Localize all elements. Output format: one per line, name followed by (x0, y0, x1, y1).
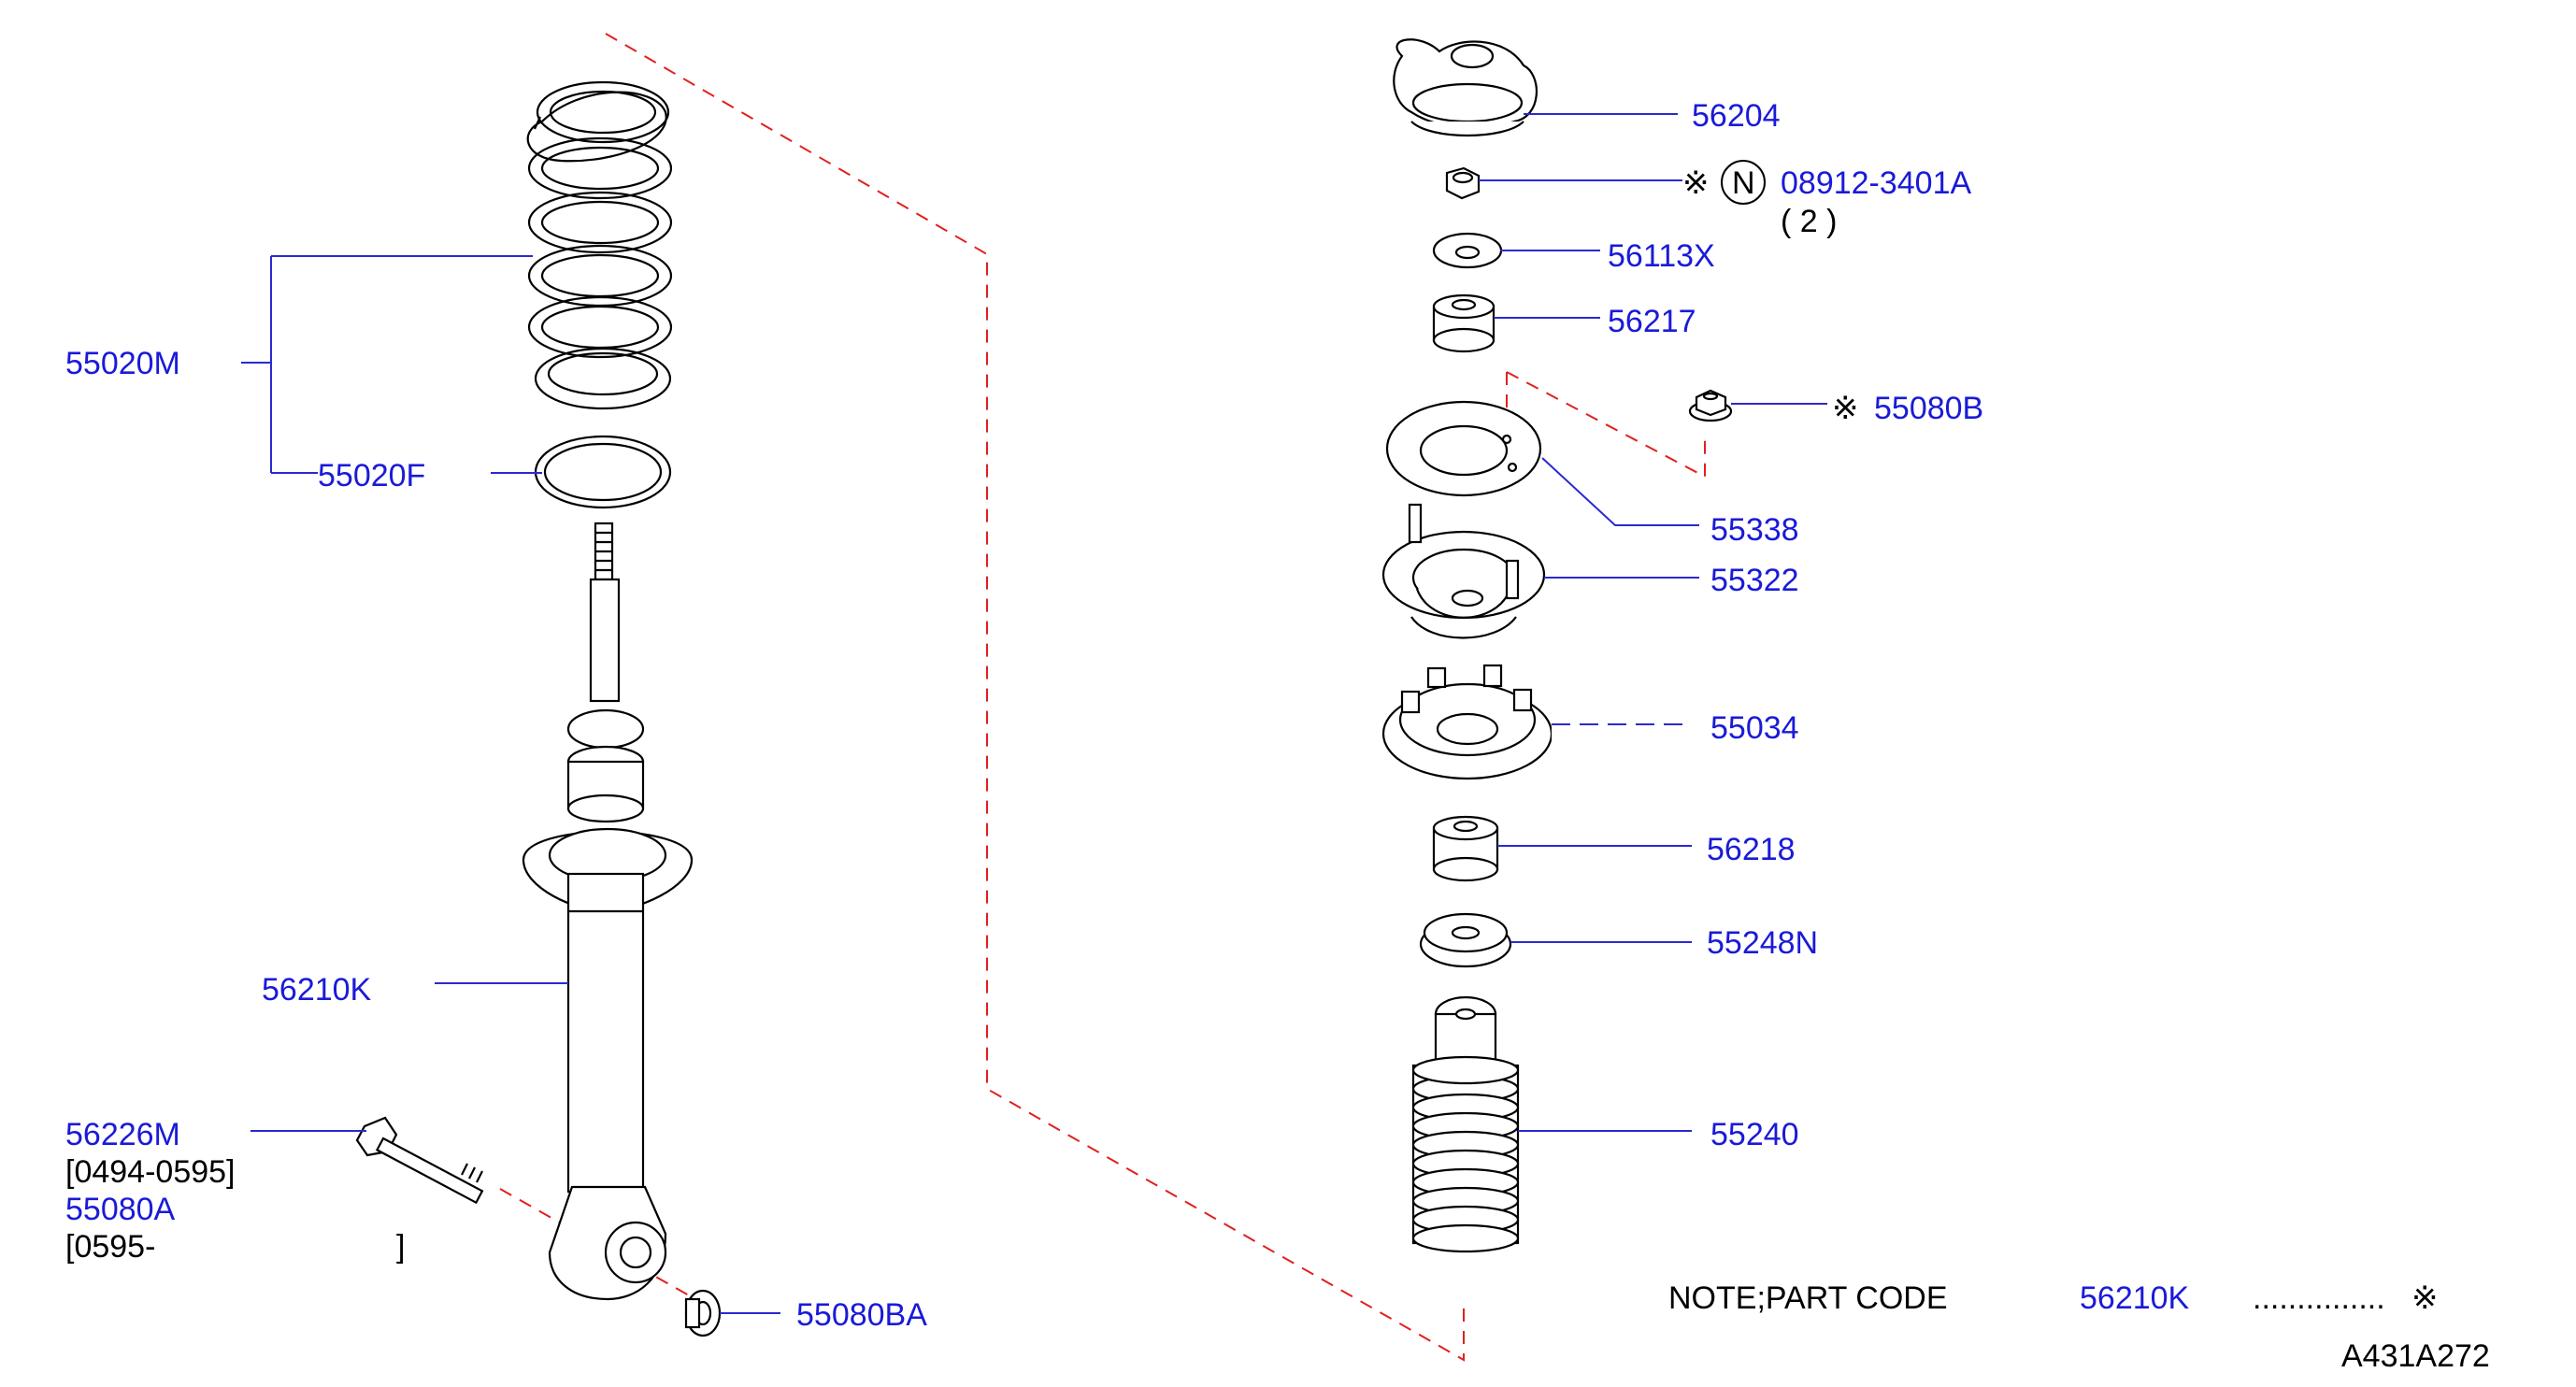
nut-icon (1688, 389, 1733, 422)
dust-boot-icon (1411, 995, 1520, 1253)
label-55338: 55338 (1710, 512, 1799, 548)
label-56218: 56218 (1707, 832, 1796, 867)
shock-absorber-icon (522, 522, 694, 1301)
nut-icon (1445, 166, 1481, 200)
label-08912-qty: ( 2 ) (1781, 204, 1837, 239)
note-code: 56210K (2080, 1280, 2190, 1316)
badge-letter: N (1732, 165, 1755, 201)
mount-icon (1381, 503, 1546, 639)
label-55322: 55322 (1710, 563, 1799, 598)
label-55080A: 55080A (65, 1192, 176, 1227)
washer-icon (1432, 232, 1503, 269)
note-mark: ※ (2411, 1280, 2439, 1316)
diagram-code: A431A272 (2341, 1338, 2490, 1374)
bushing-icon (1432, 293, 1496, 353)
reference-mark: ※ (1832, 391, 1859, 426)
label-55020F: 55020F (318, 458, 425, 493)
label-56204: 56204 (1692, 98, 1781, 134)
label-55080B: 55080B (1874, 391, 1983, 426)
bolt-icon (355, 1116, 484, 1205)
bushing-icon (1432, 815, 1499, 882)
label-55240: 55240 (1710, 1117, 1799, 1152)
standard-part-badge: N (1721, 160, 1766, 205)
spring-seat-icon (534, 435, 672, 509)
label-55248N: 55248N (1707, 925, 1818, 961)
cap-icon (1393, 38, 1538, 137)
label-55034: 55034 (1710, 710, 1799, 746)
label-55020M: 55020M (65, 346, 180, 381)
label-56226M-range: [0494-0595] (65, 1154, 236, 1190)
label-56113X: 56113X (1608, 238, 1715, 274)
washer-icon (1385, 400, 1542, 497)
leader-lines (241, 113, 1827, 1314)
label-55080BA: 55080BA (796, 1297, 927, 1333)
label-56217: 56217 (1608, 304, 1696, 339)
part-code-note: NOTE;PART CODE 56210K ............... ※ (1668, 1280, 2439, 1316)
washer-icon (1419, 912, 1512, 968)
bumper-icon (1381, 664, 1710, 780)
label-56210K: 56210K (262, 972, 372, 1008)
coil-spring-icon (526, 80, 673, 410)
label-56226M: 56226M (65, 1117, 180, 1152)
reference-mark: ※ (1682, 165, 1710, 201)
label-55080A-range-start: [0595- (65, 1229, 155, 1265)
nut-icon (684, 1289, 722, 1337)
label-55080A-range-end: ] (396, 1229, 405, 1265)
note-dots: ............... (2253, 1280, 2385, 1316)
label-08912-3401A: 08912-3401A (1781, 165, 1972, 201)
note-prefix: NOTE;PART CODE (1668, 1280, 1948, 1316)
